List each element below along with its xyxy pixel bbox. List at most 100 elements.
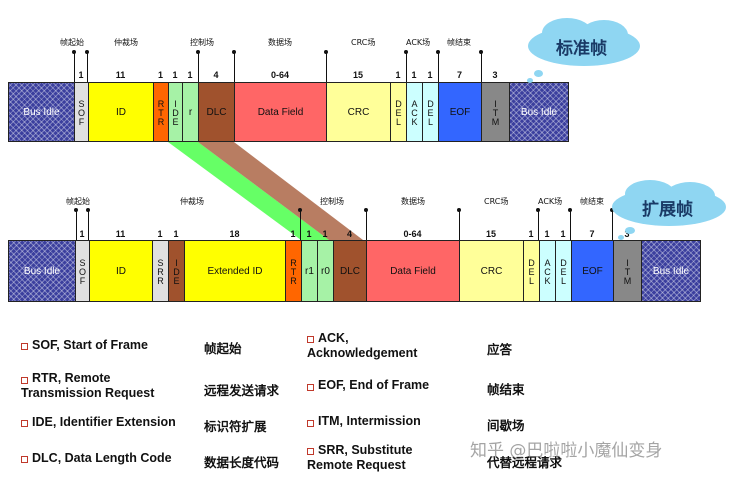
std-field-bus-idle-end: Bus Idle	[509, 82, 569, 142]
std-bits-rtr: 1	[157, 70, 163, 80]
ext-bits-id: 11	[115, 229, 126, 239]
ext-field-bus-idle-end: Bus Idle	[641, 240, 701, 302]
std-bits-data: 0-64	[270, 70, 289, 80]
ext-field-r1: r1	[301, 240, 318, 302]
ext-section-eof: 帧结束	[580, 197, 604, 206]
ext-bits-srr: 1	[157, 229, 163, 239]
std-section-sof: 帧起始	[60, 38, 84, 47]
std-field-eof: EOF	[438, 82, 482, 142]
ext-field-r0: r0	[317, 240, 334, 302]
ext-field-id: ID	[89, 240, 153, 302]
legend-bullet	[21, 420, 28, 427]
std-section-arbitration: 仲裁场	[114, 38, 138, 47]
legend-zh-rtr: 远程发送请求	[204, 383, 280, 398]
legend-zh-dlc: 数据长度代码	[204, 455, 280, 470]
std-bits-del2: 1	[427, 70, 433, 80]
std-tick	[234, 52, 235, 82]
std-section-eof: 帧结束	[447, 38, 471, 47]
legend-zh-ack: 应答	[487, 342, 513, 357]
legend-en-dlc: DLC, Data Length Code	[32, 451, 172, 465]
std-bits-itm: 3	[492, 70, 498, 80]
ext-tick	[300, 210, 301, 241]
ext-field-data: Data Field	[366, 240, 460, 302]
ext-section-data: 数据场	[401, 197, 425, 206]
ext-section-control: 控制场	[320, 197, 344, 206]
std-tick	[326, 52, 327, 82]
ext-tick	[612, 210, 613, 241]
std-tick	[87, 52, 88, 82]
std-tick	[198, 52, 199, 82]
dlc-connector-band	[198, 142, 363, 240]
ext-field-srr: SRR	[152, 240, 169, 302]
ext-field-bus-idle: Bus Idle	[8, 240, 76, 302]
std-bits-ack: 1	[411, 70, 417, 80]
ext-tick	[76, 210, 77, 241]
legend-en-eof: EOF, End of Frame	[318, 378, 430, 392]
ext-field-itm: ITM	[613, 240, 642, 302]
legend-bullet	[307, 448, 314, 455]
ext-field-del: DEL	[523, 240, 540, 302]
ext-bits-eof: 7	[589, 229, 595, 239]
legend-bullet	[307, 420, 314, 427]
cloud-bubble	[534, 70, 543, 77]
std-tick	[481, 52, 482, 82]
std-section-ack: ACK场	[406, 38, 431, 47]
std-bits-ide: 1	[172, 70, 178, 80]
legend-en-rtr: RTR, Remote Transmission Request	[21, 371, 155, 400]
ext-tick	[88, 210, 89, 241]
ext-field-del2: DEL	[555, 240, 572, 302]
ext-bits-ack: 1	[544, 229, 550, 239]
ext-bits-del2: 1	[560, 229, 566, 239]
ext-bits-r1: 1	[306, 229, 312, 239]
ext-bits-sof: 1	[79, 229, 85, 239]
legend-en-ide: IDE, Identifier Extension	[32, 415, 176, 429]
legend-zh-srr: 代替远程请求	[487, 455, 563, 470]
std-field-bus-idle: Bus Idle	[8, 82, 75, 142]
ext-bits-del: 1	[528, 229, 534, 239]
ext-bits-itm: 3	[624, 229, 630, 239]
std-field-id: ID	[88, 82, 154, 142]
legend-zh-ide: 标识符扩展	[204, 419, 267, 434]
std-bits-id: 11	[115, 70, 126, 80]
std-field-itm: ITM	[481, 82, 510, 142]
ext-field-extended-id: Extended ID	[184, 240, 286, 302]
legend-zh-itm: 间歇场	[487, 418, 525, 433]
cloud-shape	[580, 20, 628, 50]
legend-bullet	[307, 336, 314, 343]
ext-field-sof: SOF	[75, 240, 90, 302]
ext-bits-ide: 1	[173, 229, 179, 239]
legend-bullet	[21, 343, 28, 350]
standard-frame-label: 标准帧	[556, 39, 607, 59]
std-bits-sof: 1	[78, 70, 84, 80]
std-bits-crc: 15	[352, 70, 363, 80]
legend-bullet	[21, 456, 28, 463]
std-section-data: 数据场	[268, 38, 292, 47]
legend-en-sof: SOF, Start of Frame	[32, 338, 148, 352]
cloud-bubble	[527, 78, 533, 83]
legend-bullet	[307, 384, 314, 391]
ext-bits-dlc: 4	[346, 229, 352, 239]
ext-section-sof: 帧起始	[66, 197, 90, 206]
ext-bits-rtr: 1	[290, 229, 296, 239]
cloud-shape	[665, 182, 715, 210]
std-tick	[74, 52, 75, 82]
ext-section-crc: CRC场	[484, 197, 509, 206]
std-field-rtr: RTR	[153, 82, 169, 142]
watermark: 知乎 @巴啦啦小魔仙变身	[470, 441, 663, 461]
cloud-bubble	[618, 235, 624, 240]
ext-section-arbitration: 仲裁场	[180, 197, 204, 206]
ext-field-dlc: DLC	[333, 240, 367, 302]
legend-zh-eof: 帧结束	[487, 382, 525, 397]
legend-zh-sof: 帧起始	[204, 341, 242, 356]
ext-bits-r0: 1	[322, 229, 328, 239]
std-bits-r: 1	[187, 70, 193, 80]
std-tick	[438, 52, 439, 82]
ext-field-crc: CRC	[459, 240, 524, 302]
ext-field-eof: EOF	[571, 240, 614, 302]
legend-en-itm: ITM, Intermission	[318, 414, 421, 428]
ext-tick	[459, 210, 460, 241]
std-section-control: 控制场	[190, 38, 214, 47]
legend-en-ack: ACK, Acknowledgement	[307, 331, 418, 360]
ext-bits-extid: 18	[229, 229, 240, 239]
